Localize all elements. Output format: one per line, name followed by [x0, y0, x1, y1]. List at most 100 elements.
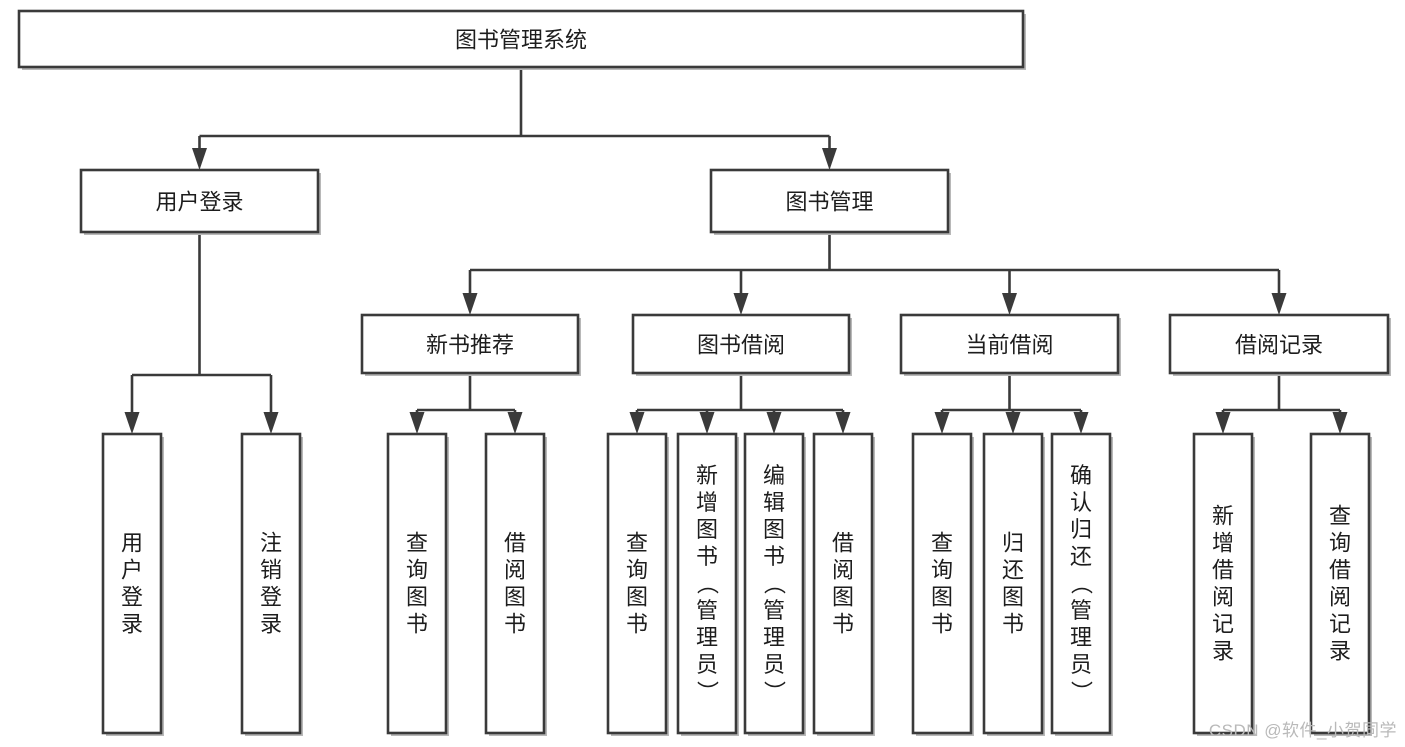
- node-label-current-borrow: 当前借阅: [965, 333, 1053, 358]
- svg-text:注: 注: [260, 531, 282, 556]
- svg-text:图: 图: [832, 585, 854, 610]
- arrow-head-icon-leaf-add-borrow-record: [1215, 412, 1231, 434]
- node-leaf-user-login[interactable]: [101, 432, 163, 735]
- svg-text:（: （: [1069, 572, 1094, 594]
- node-book-borrow[interactable]: [631, 313, 851, 375]
- node-leaf-return-book[interactable]: [982, 432, 1044, 735]
- svg-text:增: 增: [696, 490, 718, 515]
- node-leaf-edit-book[interactable]: [743, 432, 805, 735]
- svg-text:新: 新: [1212, 504, 1234, 529]
- svg-text:登: 登: [121, 585, 143, 610]
- node-leaf-query-borrow-record[interactable]: [1309, 432, 1371, 735]
- node-leaf-query-book-current[interactable]: [911, 432, 973, 735]
- arrow-head-icon-leaf-borrow-book-recommend: [507, 412, 523, 434]
- node-label-borrow-record: 借阅记录: [1235, 333, 1323, 358]
- svg-text:员: 员: [763, 652, 785, 677]
- svg-text:录: 录: [260, 612, 282, 637]
- svg-text:图: 图: [504, 585, 526, 610]
- svg-text:）: ）: [762, 680, 787, 702]
- svg-text:图: 图: [696, 517, 718, 542]
- svg-text:管: 管: [696, 598, 718, 623]
- svg-text:查: 查: [931, 531, 953, 556]
- svg-text:书: 书: [832, 612, 854, 637]
- svg-text:管: 管: [763, 598, 785, 623]
- labels-layer: 图书管理系统用户登录图书管理新书推荐图书借阅当前借阅借阅记录用户登录注销登录查询…: [121, 28, 1351, 703]
- arrow-head-icon-leaf-query-book-recommend: [409, 412, 425, 434]
- arrow-head-icon-leaf-borrow-book: [835, 412, 851, 434]
- arrow-head-icon-leaf-query-book-borrow: [629, 412, 645, 434]
- node-leaf-query-book-recommend[interactable]: [386, 432, 448, 735]
- svg-text:询: 询: [931, 558, 953, 583]
- svg-text:询: 询: [626, 558, 648, 583]
- svg-text:书: 书: [931, 612, 953, 637]
- svg-text:员: 员: [1070, 652, 1092, 677]
- svg-text:（: （: [762, 572, 787, 594]
- boxes-layer: [17, 9, 1391, 736]
- svg-text:还: 还: [1002, 558, 1024, 583]
- svg-text:图: 图: [931, 585, 953, 610]
- svg-text:书: 书: [504, 612, 526, 637]
- svg-text:编: 编: [763, 463, 785, 488]
- node-user-login[interactable]: [79, 168, 320, 234]
- svg-text:图: 图: [406, 585, 428, 610]
- node-root[interactable]: [17, 9, 1025, 69]
- svg-text:书: 书: [626, 612, 648, 637]
- arrow-head-icon-leaf-return-book: [1005, 412, 1021, 434]
- svg-text:录: 录: [1329, 639, 1351, 664]
- node-leaf-borrow-book[interactable]: [812, 432, 874, 735]
- svg-text:查: 查: [1329, 504, 1351, 529]
- svg-text:查: 查: [406, 531, 428, 556]
- arrow-head-icon-leaf-add-book: [699, 412, 715, 434]
- node-label-user-login: 用户登录: [155, 190, 243, 215]
- svg-text:）: ）: [695, 680, 720, 702]
- arrow-head-icon-leaf-user-login: [124, 412, 140, 434]
- csdn-watermark: CSDN @软件_小贺同学: [1208, 721, 1397, 740]
- svg-text:录: 录: [121, 612, 143, 637]
- node-leaf-confirm-return[interactable]: [1050, 432, 1112, 735]
- svg-text:阅: 阅: [1329, 585, 1351, 610]
- svg-text:借: 借: [504, 531, 526, 556]
- node-label-root: 图书管理系统: [455, 28, 587, 53]
- arrow-head-icon-leaf-edit-book: [766, 412, 782, 434]
- node-borrow-record[interactable]: [1168, 313, 1390, 375]
- node-book-manage[interactable]: [709, 168, 950, 234]
- svg-text:确: 确: [1070, 463, 1092, 488]
- svg-text:图: 图: [1002, 585, 1024, 610]
- svg-text:销: 销: [260, 558, 282, 583]
- node-leaf-query-book-borrow[interactable]: [606, 432, 668, 735]
- svg-text:图: 图: [763, 517, 785, 542]
- node-leaf-borrow-book-recommend[interactable]: [484, 432, 546, 735]
- svg-text:询: 询: [406, 558, 428, 583]
- svg-text:登: 登: [260, 585, 282, 610]
- svg-text:录: 录: [1212, 639, 1234, 664]
- svg-text:户: 户: [121, 558, 143, 583]
- node-leaf-logout[interactable]: [240, 432, 302, 735]
- svg-text:管: 管: [1070, 598, 1092, 623]
- svg-text:还: 还: [1070, 544, 1092, 569]
- svg-text:借: 借: [1329, 558, 1351, 583]
- node-leaf-add-book[interactable]: [676, 432, 738, 735]
- svg-text:阅: 阅: [1212, 585, 1234, 610]
- svg-text:书: 书: [696, 544, 718, 569]
- node-current-borrow[interactable]: [899, 313, 1120, 375]
- svg-text:记: 记: [1212, 612, 1234, 637]
- node-label-book-borrow: 图书借阅: [697, 333, 785, 358]
- node-leaf-add-borrow-record[interactable]: [1192, 432, 1254, 735]
- arrow-head-icon-user-login: [192, 148, 207, 170]
- svg-text:阅: 阅: [504, 558, 526, 583]
- svg-text:记: 记: [1329, 612, 1351, 637]
- arrow-head-icon-new-book-recommend: [462, 293, 478, 315]
- node-new-book-recommend[interactable]: [360, 313, 580, 375]
- svg-text:归: 归: [1002, 531, 1024, 556]
- node-label-book-manage: 图书管理: [785, 190, 873, 215]
- svg-text:（: （: [695, 572, 720, 594]
